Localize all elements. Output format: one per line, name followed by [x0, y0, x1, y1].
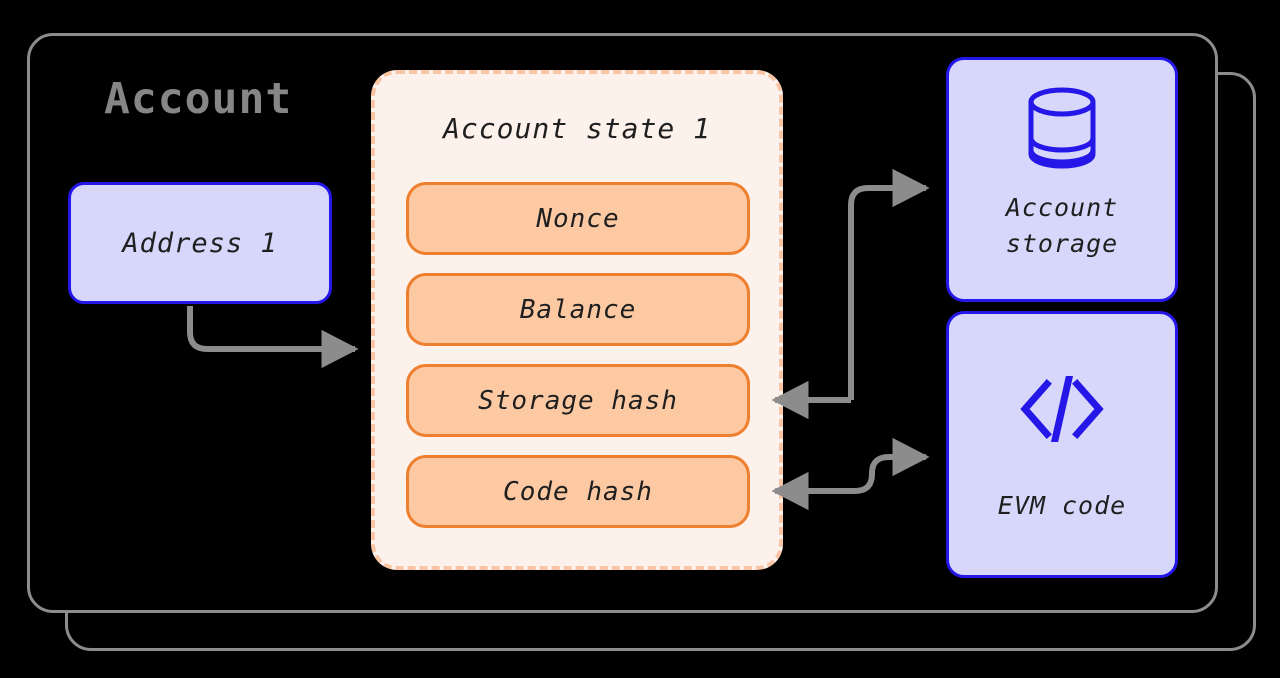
field-label: Nonce: [536, 203, 620, 234]
field-row-storage-hash[interactable]: Storage hash: [406, 364, 750, 437]
field-label: Storage hash: [478, 385, 678, 416]
code-brackets-icon: [1019, 373, 1105, 445]
address-label: Address 1: [122, 227, 278, 259]
field-label: Code hash: [503, 476, 653, 507]
evm-code-label: EVM code: [998, 488, 1126, 524]
account-state-box[interactable]: Account state 1 Nonce Balance Storage ha…: [371, 70, 783, 570]
account-state-field-list: Nonce Balance Storage hash Code hash: [406, 182, 750, 546]
field-label: Balance: [519, 294, 637, 325]
field-row-balance[interactable]: Balance: [406, 273, 750, 346]
account-storage-box[interactable]: Account storage: [946, 57, 1178, 302]
field-row-code-hash[interactable]: Code hash: [406, 455, 750, 528]
account-storage-label-line1: Account: [1005, 193, 1119, 222]
address-box[interactable]: Address 1: [68, 182, 332, 304]
page-title: Account: [104, 74, 293, 124]
database-icon: [1025, 86, 1099, 170]
account-storage-label-line2: storage: [1005, 228, 1119, 258]
account-state-title: Account state 1: [443, 112, 711, 145]
evm-code-label-line1: EVM code: [997, 491, 1127, 520]
field-row-nonce[interactable]: Nonce: [406, 182, 750, 255]
account-storage-label: Account storage: [1006, 190, 1118, 261]
evm-code-box[interactable]: EVM code: [946, 311, 1178, 578]
